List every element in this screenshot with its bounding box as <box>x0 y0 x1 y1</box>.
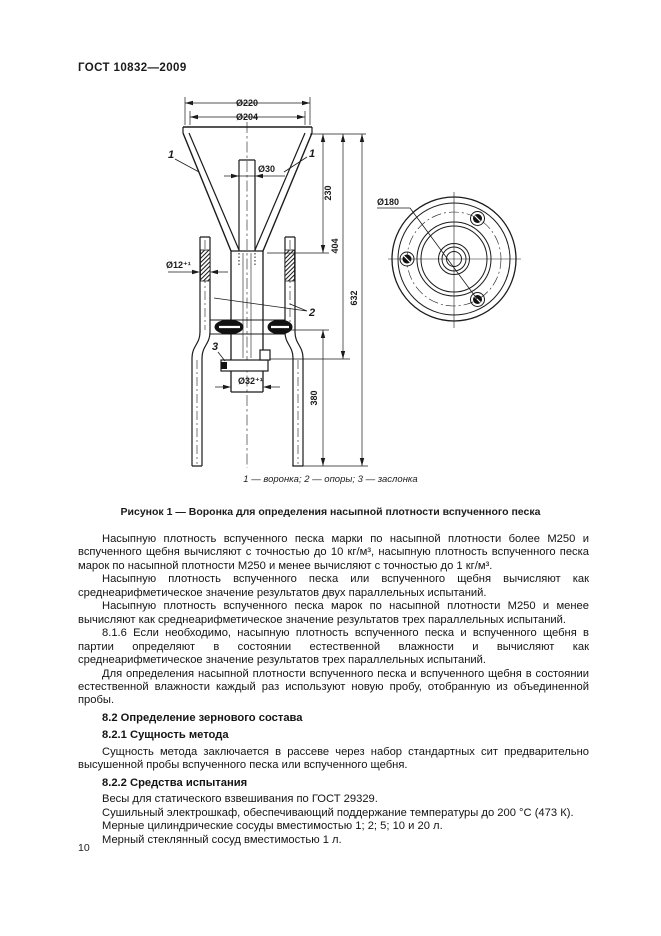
dim-total-height: 632 <box>349 290 359 305</box>
body-paragraph: Сушильный электрошкаф, обеспечивающий по… <box>102 806 574 819</box>
figure-legend: 1 — воронка; 2 — опоры; 3 — заслонка <box>243 474 418 485</box>
dim-top-outer-diameter: Ø220 <box>236 98 258 108</box>
dim-leg-hole-diameter: Ø12⁺¹ <box>166 260 191 270</box>
dim-cone-height: 230 <box>323 185 333 200</box>
body-paragraph: 8.1.6 Если необходимо, насыпную плотност… <box>78 627 589 667</box>
body-paragraph: Мерные цилиндрические сосуды вместимость… <box>102 820 443 833</box>
part-label-funnel-right: 1 <box>309 148 315 160</box>
bolt-holes <box>399 211 485 307</box>
standard-number: ГОСТ 10832—2009 <box>78 62 187 74</box>
body-paragraph: Для определения насыпной плотности вспуч… <box>78 667 589 707</box>
dim-lower-height: 380 <box>309 390 319 405</box>
body-paragraph: Сущность метода заключается в рассеве че… <box>78 745 589 772</box>
body-paragraph: Насыпную плотность вспученного песка или… <box>78 573 589 599</box>
body-paragraph: Насыпную плотность вспученного песка мар… <box>78 600 589 626</box>
dim-top-inner-diameter: Ø204 <box>236 112 258 122</box>
part-label-funnel-left: 1 <box>168 149 174 161</box>
body-paragraph: Весы для статического взвешивания по ГОС… <box>102 793 378 806</box>
body-paragraph: Насыпную плотность вспученного песка мар… <box>78 533 589 572</box>
dim-tube-diameter: Ø30 <box>258 164 275 174</box>
dim-outlet-diameter: Ø32⁺¹ <box>238 376 263 386</box>
page-number: 10 <box>78 842 90 854</box>
body-paragraph: Мерный стеклянный сосуд вместимостью 1 л… <box>102 833 342 846</box>
part-label-supports: 2 <box>308 307 315 319</box>
dim-plate-diameter: Ø180 <box>377 197 399 207</box>
figure-title: Рисунок 1 — Воронка для определения насы… <box>120 506 541 518</box>
part-label-gate: 3 <box>212 341 218 353</box>
top-view: Ø180 <box>377 192 521 328</box>
section-heading: 8.2.1 Сущность метода <box>102 729 229 742</box>
body-text: Насыпную плотность вспученного песка мар… <box>78 533 589 847</box>
front-view: Ø220 Ø204 Ø30 Ø12⁺¹ Ø32⁺¹ 230 404 632 38… <box>166 97 368 468</box>
section-heading: 8.2 Определение зернового состава <box>102 711 303 724</box>
section-heading: 8.2.2 Средства испытания <box>102 776 248 789</box>
dim-mid-height: 404 <box>330 238 340 253</box>
